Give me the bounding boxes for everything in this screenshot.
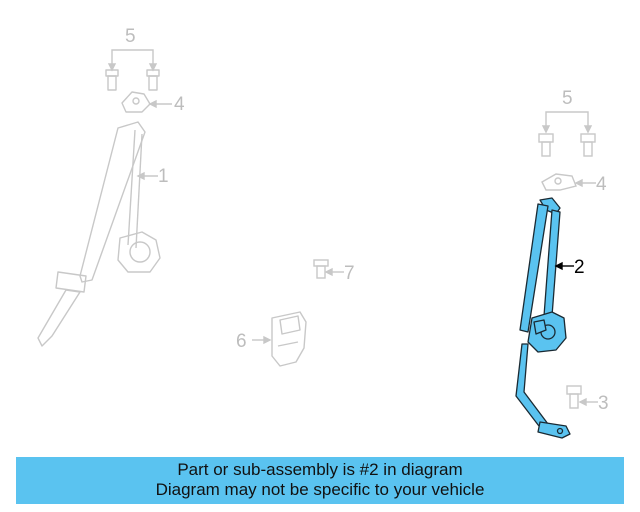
left-belt-strap xyxy=(79,121,146,283)
left-bolt-a xyxy=(105,69,119,91)
callout-left-belt: 1 xyxy=(158,166,169,187)
callout-highlighted-belt: 2 xyxy=(574,257,585,278)
callout-lower-bolt: 3 xyxy=(598,393,609,414)
left-bolt-b xyxy=(146,69,160,91)
right-bolt-bracket xyxy=(541,111,593,134)
buckle-part-6 xyxy=(271,311,307,367)
left-bolt-bracket xyxy=(107,49,158,72)
callout-right-anchor: 4 xyxy=(596,174,607,195)
highlighted-seat-belt-part-2 xyxy=(515,197,571,439)
small-bolt-part-7 xyxy=(313,259,329,279)
callout-left-anchor: 4 xyxy=(174,94,185,115)
banner-line-part: Part or sub-assembly is #2 in diagram xyxy=(177,460,463,479)
left-seat-belt-part-1 xyxy=(37,69,161,347)
banner-line-disclaimer: Diagram may not be specific to your vehi… xyxy=(155,480,485,499)
lower-bolt-part-3 xyxy=(566,385,582,409)
right-bolt-b xyxy=(580,133,596,157)
parts-diagram: 5 4 1 7 6 5 4 xyxy=(37,26,609,439)
left-anchor-plate xyxy=(121,91,151,113)
callout-left-bolts: 5 xyxy=(125,26,136,47)
callout-right-bolts: 5 xyxy=(562,88,573,109)
right-anchor-plate xyxy=(541,173,577,191)
callout-small-bolt: 7 xyxy=(344,263,355,284)
left-retractor xyxy=(117,231,161,273)
right-bolt-a xyxy=(538,133,554,157)
part-info-banner: Part or sub-assembly is #2 in diagram Di… xyxy=(16,457,624,504)
callout-buckle: 6 xyxy=(236,331,247,352)
